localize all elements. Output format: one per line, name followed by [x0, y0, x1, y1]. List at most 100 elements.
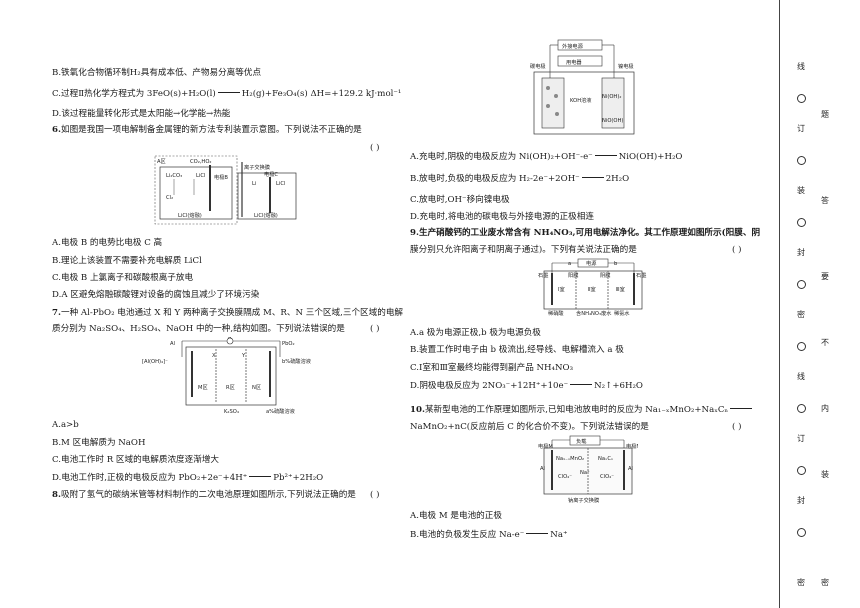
binding-char: 内 — [821, 404, 829, 413]
binding-char: 线 — [797, 372, 805, 381]
q7-option-b: B.M 区电解质为 NaOH — [52, 438, 146, 448]
binding-char: 密 — [797, 310, 805, 319]
fig6-label-li: Li — [252, 181, 256, 187]
binding-hole-icon — [797, 280, 806, 289]
figure-q7: Al A PbO₂ [Al(OH)₄]⁻ X Y b%硫酸溶液 M区 R区 N区… — [142, 337, 317, 417]
fig9-label-power: 电源 — [586, 259, 597, 267]
fig9-label-dilute-ammonia: 稀氨水 — [614, 309, 630, 317]
answer-paren-8[interactable]: ( ) — [370, 490, 380, 500]
binding-hole-icon — [797, 218, 806, 227]
figure-q10: 负载 电极M 电极N Na₁₋ₓMnO₂ NaₓCₙ Al Al ClO₄⁻ N… — [538, 434, 638, 504]
q8-option-d: D.充电时,将电池的碳电极与外接电源的正极相连 — [410, 212, 594, 222]
q6-option-c: C.电极 B 上氯离子和碳酸根离子放电 — [52, 273, 194, 283]
fig9-label-room3: Ⅲ室 — [616, 285, 625, 293]
fig8-label-appliance: 用电器 — [566, 58, 582, 66]
q7-option-c: C.电池工作时 R 区域的电解质浓度逐渐增大 — [52, 455, 220, 465]
fig9-label-anion-membrane: 阴膜 — [600, 271, 610, 279]
fig10-label-na-membrane: 钠离子交换膜 — [568, 496, 599, 504]
fig6-label-licl-a: LiCl — [196, 173, 205, 179]
fig8-label-koh: KOH溶液 — [570, 96, 591, 104]
question-7-line2: 质分别为 Na₂SO₄、H₂SO₄、NaOH 中的一种,结构如图。下列说法错误的… — [52, 324, 345, 334]
figure-q8: 外接电源 碳电极 用电器 镍电极 KOH溶液 Ni(OH)₂ NiO(OH) — [530, 38, 640, 138]
fig10-label-al-left: Al — [540, 466, 545, 472]
fig8-label-nioh2: Ni(OH)₂ — [602, 94, 621, 100]
q9-option-c: C.Ⅰ室和Ⅲ室最终均能得到副产品 NH₄NO₃ — [410, 363, 574, 373]
fig9-label-dilute-nitric: 稀硝酸 — [548, 309, 564, 317]
answer-paren-6[interactable]: ( ) — [370, 143, 380, 153]
fig7-label-n-zone: N区 — [252, 384, 261, 391]
fig7-label-r-zone: R区 — [226, 384, 235, 391]
question-6: 6.如图是我国一项电解制备金属锂的新方法专利装置示意图。下列说法不正确的是 — [52, 125, 362, 135]
equation-arrow — [730, 405, 753, 409]
binding-hole-icon — [797, 528, 806, 537]
answer-paren-7[interactable]: ( ) — [370, 324, 380, 334]
binding-hole-icon — [797, 342, 806, 351]
binding-char: 题 — [821, 110, 829, 119]
q6-option-b: B.理论上该装置不需要补充电解质 LiCl — [52, 256, 202, 266]
equation-arrow — [249, 473, 272, 477]
question-9-line1: 9.生产硝酸钙的工业废水常含有 NH₄NO₃,可用电解法净化。其工作原理如图所示… — [410, 228, 761, 238]
fig10-label-load: 负载 — [576, 437, 586, 445]
binding-margin: 线 题 订 答 装 要 封 不 密 内 线 订 封 装 密 密 — [779, 0, 860, 608]
binding-hole-icon — [797, 466, 806, 475]
question-10-line2: NaMnO₂+nC(反应前后 C 的化合价不变)。下列说法错误的是 — [410, 422, 649, 432]
equation-arrow — [570, 381, 593, 385]
fig6-label-molten-left: LiCl(熔融) — [178, 211, 202, 219]
fig7-label-y: Y — [241, 353, 246, 359]
q10-option-a: A.电极 M 是电池的正极 — [410, 511, 502, 521]
answer-paren-9[interactable]: ( ) — [732, 245, 742, 255]
fig6-label-co2: CO₂,HO₂ — [190, 159, 212, 165]
fig6-label-licl-c: LiCl — [276, 181, 285, 187]
fig10-label-mno2: Na₁₋ₓMnO₂ — [556, 456, 584, 462]
binding-hole-icon — [797, 94, 806, 103]
fig9-label-graphite-left: 石墨 — [538, 272, 548, 279]
fig9-label-cation-membrane: 阳膜 — [568, 271, 578, 279]
fig6-label-cl2: Cl₂ — [166, 195, 173, 201]
question-8: 8.吸附了氢气的碳纳米管等材料制作的二次电池原理如图所示,下列说法正确的是 — [52, 490, 356, 500]
fig8-label-nickel: 镍电极 — [618, 62, 634, 70]
binding-char: 不 — [821, 338, 829, 347]
figure-q6: A区 CO₂,HO₂ Li₂CO₃ LiCl Cl₂ 电极B 离子交换膜 电极C… — [154, 155, 299, 227]
fig7-label-pbo2: PbO₂ — [282, 341, 295, 347]
fig10-label-clo4-right: ClO₄⁻ — [600, 474, 614, 480]
binding-line — [779, 0, 780, 608]
fig9-label-room1: Ⅰ室 — [558, 285, 565, 293]
binding-char: 线 — [797, 62, 805, 71]
answer-paren-10[interactable]: ( ) — [732, 422, 742, 432]
q6-option-d: D.A 区避免熔融碳酸锂对设备的腐蚀且减少了环境污染 — [52, 290, 260, 300]
fig6-label-molten-right: LiCl(熔融) — [254, 211, 278, 219]
binding-hole-icon — [797, 404, 806, 413]
q8-option-c: C.放电时,OH⁻移向镍电极 — [410, 195, 510, 205]
question-9-line2: 膜分别只允许阳离子和阴离子通过)。下列有关说法正确的是 — [410, 245, 637, 255]
q8-option-a: A.充电时,阴极的电极反应为 Ni(OH)₂+OH⁻-e⁻NiO(OH)+H₂O — [410, 152, 683, 162]
option-d-text: D.该过程能量转化形式是太阳能→化学能→热能 — [52, 109, 231, 119]
fig7-label-x: X — [212, 353, 216, 359]
fig10-label-al-right: Al — [628, 466, 633, 472]
fig7-label-ammeter: A — [228, 337, 232, 341]
fig7-label-k2so4: K₂SO₄ — [224, 409, 239, 415]
fig10-label-electrode-m: 电极M — [538, 442, 553, 450]
fig9-label-b: b — [614, 261, 618, 267]
question-7-line1: 7.一种 Al-PbO₂ 电池通过 X 和 Y 两种离子交换膜隔成 M、R、N … — [52, 308, 404, 318]
q10-option-b: B.电池的负极发生反应 Na-e⁻Na⁺ — [410, 530, 568, 540]
q6-option-a: A.电极 B 的电势比电极 C 高 — [52, 238, 163, 248]
q9-option-d: D.阴极电极反应为 2NO₃⁻+12H⁺+10e⁻N₂↑+6H₂O — [410, 381, 643, 391]
fig10-label-nacn: NaₓCₙ — [598, 456, 613, 462]
binding-hole-icon — [797, 156, 806, 165]
fig7-label-a-percent: a%硫酸溶液 — [266, 407, 295, 415]
fig7-label-al: Al — [170, 341, 175, 347]
fig7-label-m-zone: M区 — [198, 384, 208, 391]
fig8-label-power: 外接电源 — [562, 42, 584, 50]
equation-arrow — [526, 530, 549, 534]
q9-option-a: A.a 极为电源正极,b 极为电源负极 — [410, 328, 541, 338]
fig9-label-wastewater: 含NH₄NO₃废水 — [576, 309, 612, 317]
fig9-label-a: a — [568, 261, 571, 267]
fig6-label-electrode-c: 电极C — [264, 170, 278, 178]
fig6-label-electrode-b: 电极B — [214, 173, 228, 181]
binding-char: 封 — [797, 496, 805, 505]
binding-char: 答 — [821, 196, 829, 205]
fig6-label-a-zone: A区 — [157, 158, 166, 165]
binding-char: 装 — [821, 470, 829, 479]
binding-char: 封 — [797, 248, 805, 257]
